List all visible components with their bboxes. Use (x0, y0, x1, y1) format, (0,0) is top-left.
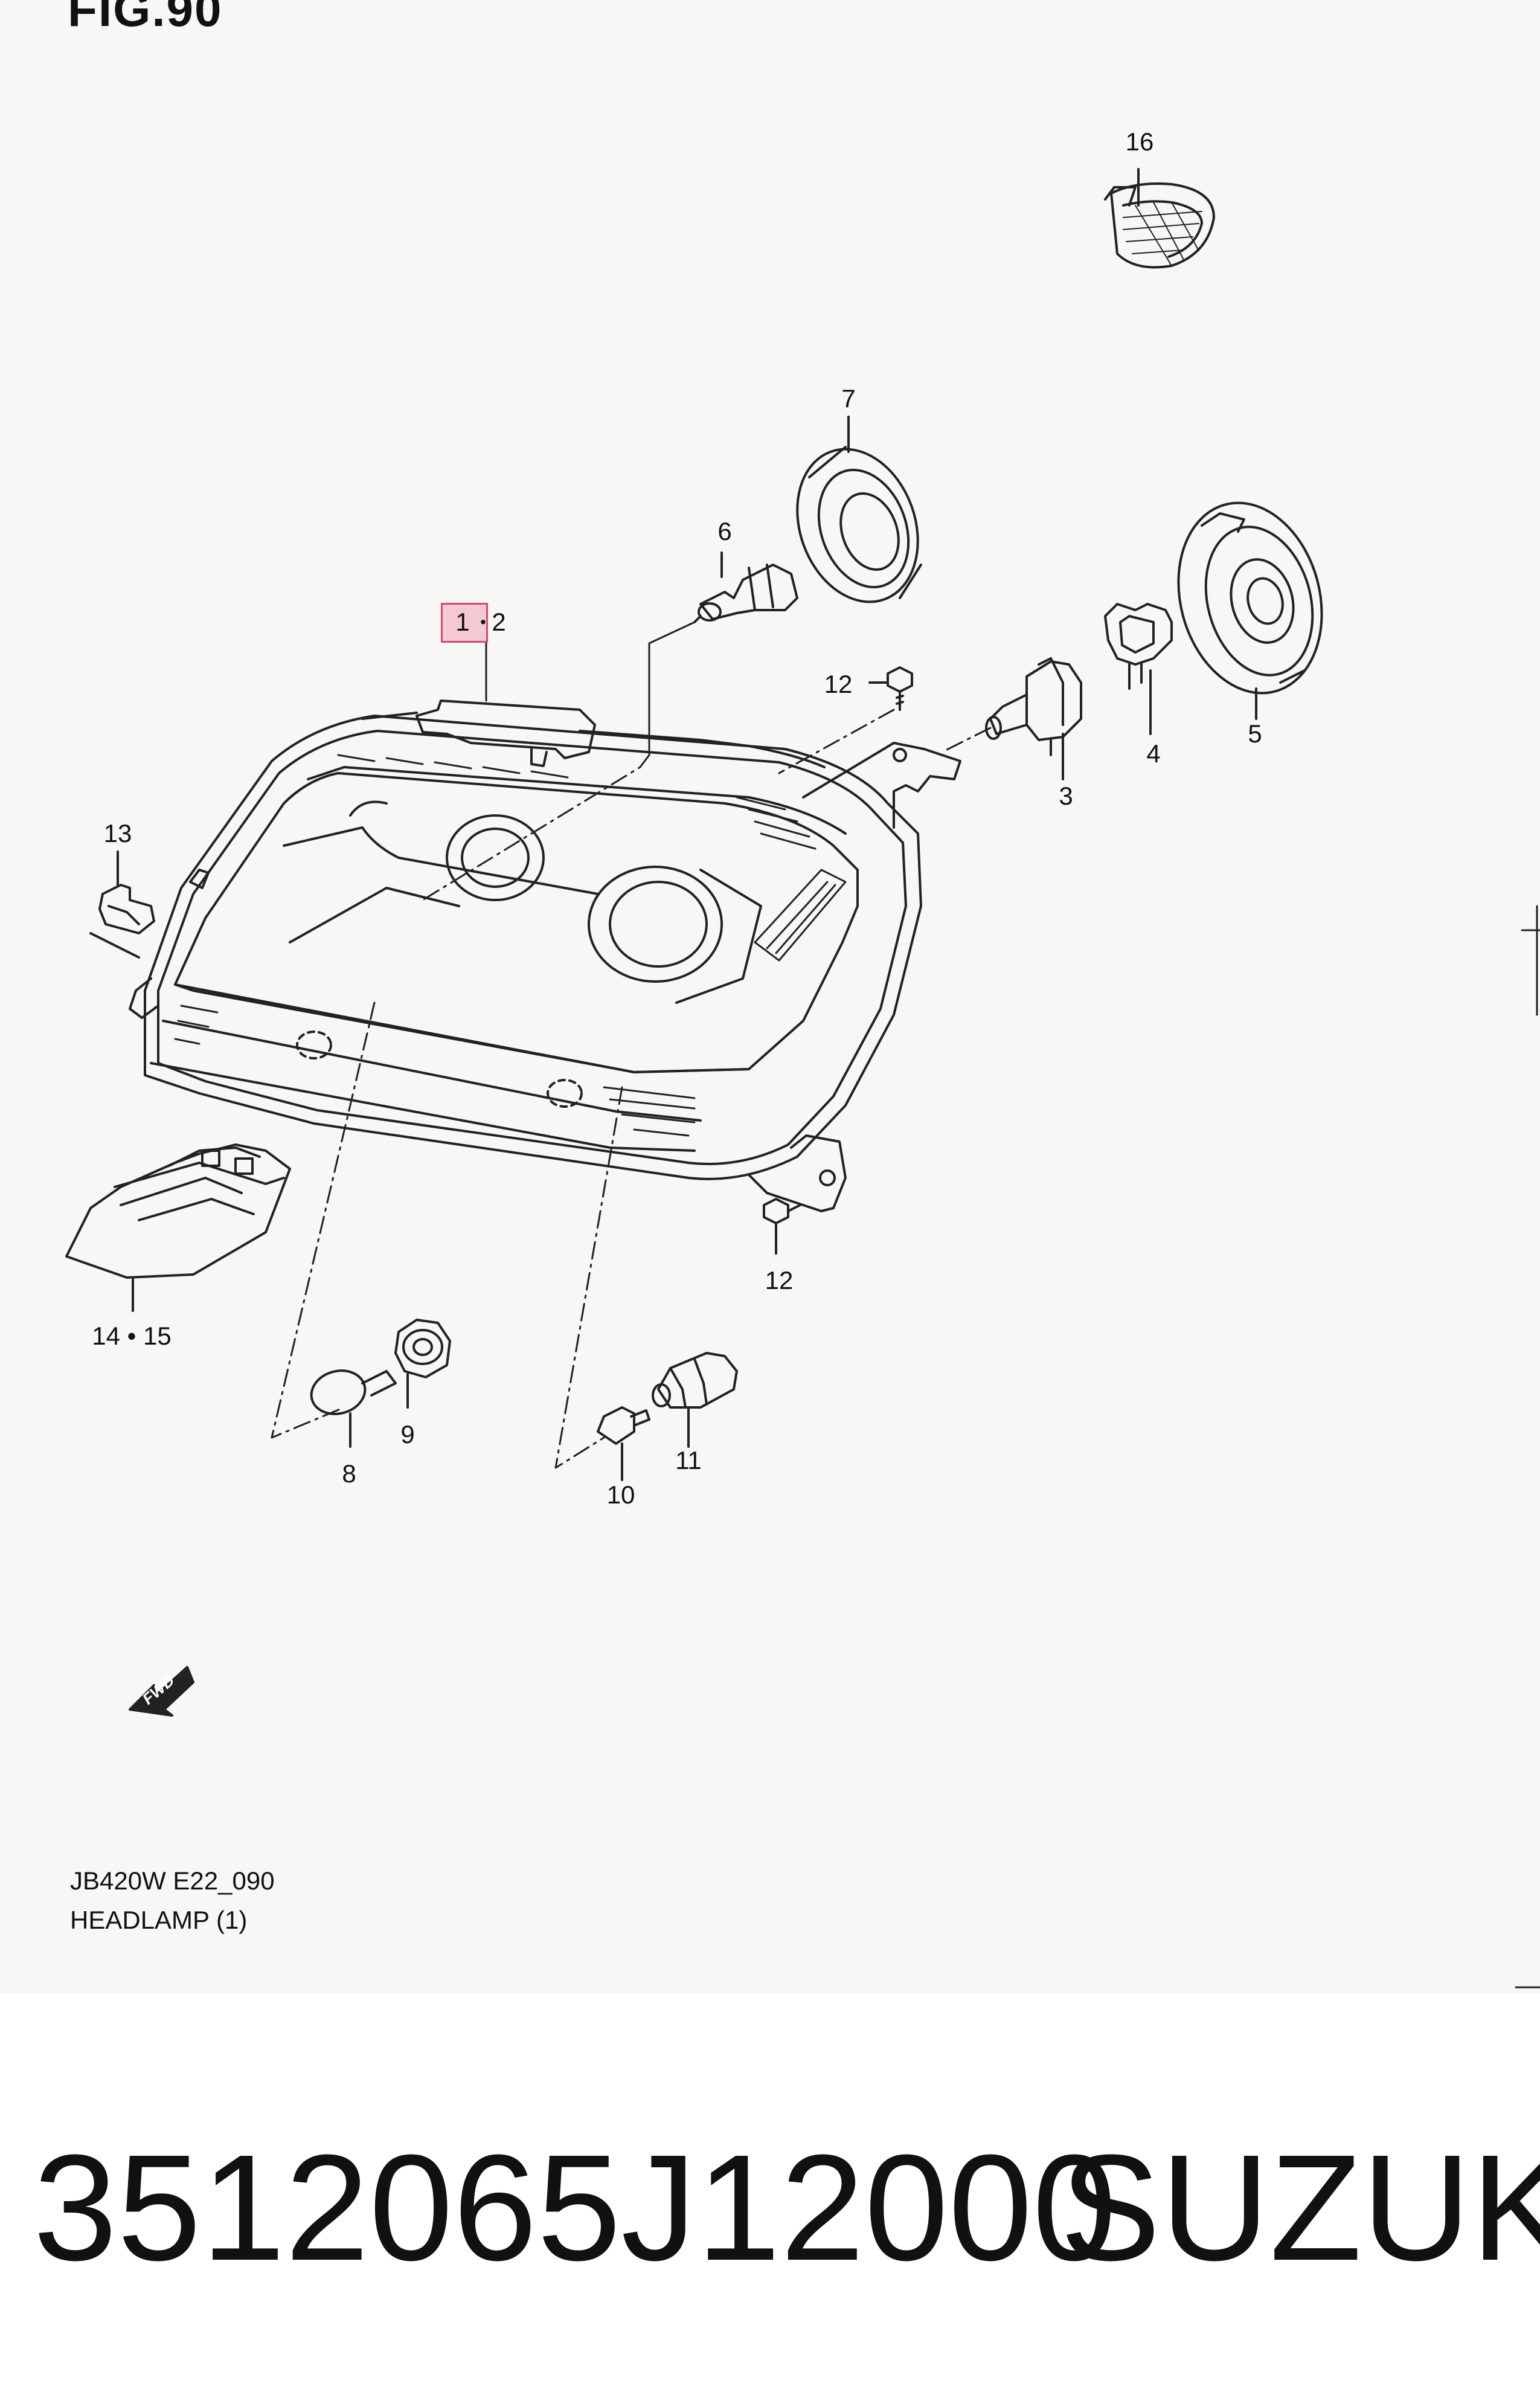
part-8-wedge-bulb (310, 1369, 397, 1448)
callout-7: 7 (841, 384, 856, 413)
callout-11: 11 (675, 1446, 702, 1474)
callout-10: 10 (606, 1481, 635, 1509)
parts-diagram: FIG.90 (65, 0, 1540, 1989)
callout-8: 8 (342, 1459, 356, 1488)
callout-14-15: 14 • 15 (92, 1322, 172, 1350)
part-10-wedge-bulb (597, 1406, 650, 1481)
part-7-grommet (796, 416, 922, 603)
callout-6: 6 (717, 517, 732, 545)
figure-title: FIG.90 (68, 0, 223, 36)
part-13-clip (89, 850, 155, 959)
part-number: 3512065J12000 (33, 2123, 1117, 2292)
callout-4: 4 (1146, 739, 1161, 768)
part-6-bulb (693, 551, 798, 623)
part-9-socket (394, 1319, 451, 1409)
part-11-socket (652, 1352, 738, 1448)
callout-1: 1 (455, 608, 470, 636)
diagram-code: JB420W E22_090 (70, 1866, 275, 1895)
callout-5: 5 (1248, 719, 1262, 748)
headlamp-exploded-view: FWD (65, 168, 1540, 1989)
part-3-headlamp-bulb (985, 657, 1082, 780)
callout-3: 3 (1059, 782, 1073, 810)
fwd-arrow-icon: FWD (129, 1666, 194, 1717)
part-5-cover (1177, 501, 1323, 720)
part-14-15-cover (65, 1143, 291, 1312)
callout-12-top: 12 (824, 670, 853, 698)
part-4-socket (1104, 603, 1173, 735)
callout-2: 2 (492, 608, 506, 636)
part-12-bolts (763, 666, 913, 1255)
callout-1-separator: • (480, 612, 486, 631)
callout-9: 9 (400, 1420, 415, 1448)
callout-12-bottom: 12 (765, 1266, 794, 1294)
callout-13: 13 (103, 819, 132, 847)
brand-name: SUZUKI (1060, 2123, 1540, 2292)
callout-16: 16 (1125, 127, 1154, 156)
leader-lines (271, 621, 1540, 1989)
diagram-name: HEADLAMP (1) (70, 1906, 248, 1934)
part-16-side-marker (1104, 168, 1215, 269)
headlamp-housing (129, 699, 961, 1212)
callout-1-highlight (441, 603, 488, 643)
